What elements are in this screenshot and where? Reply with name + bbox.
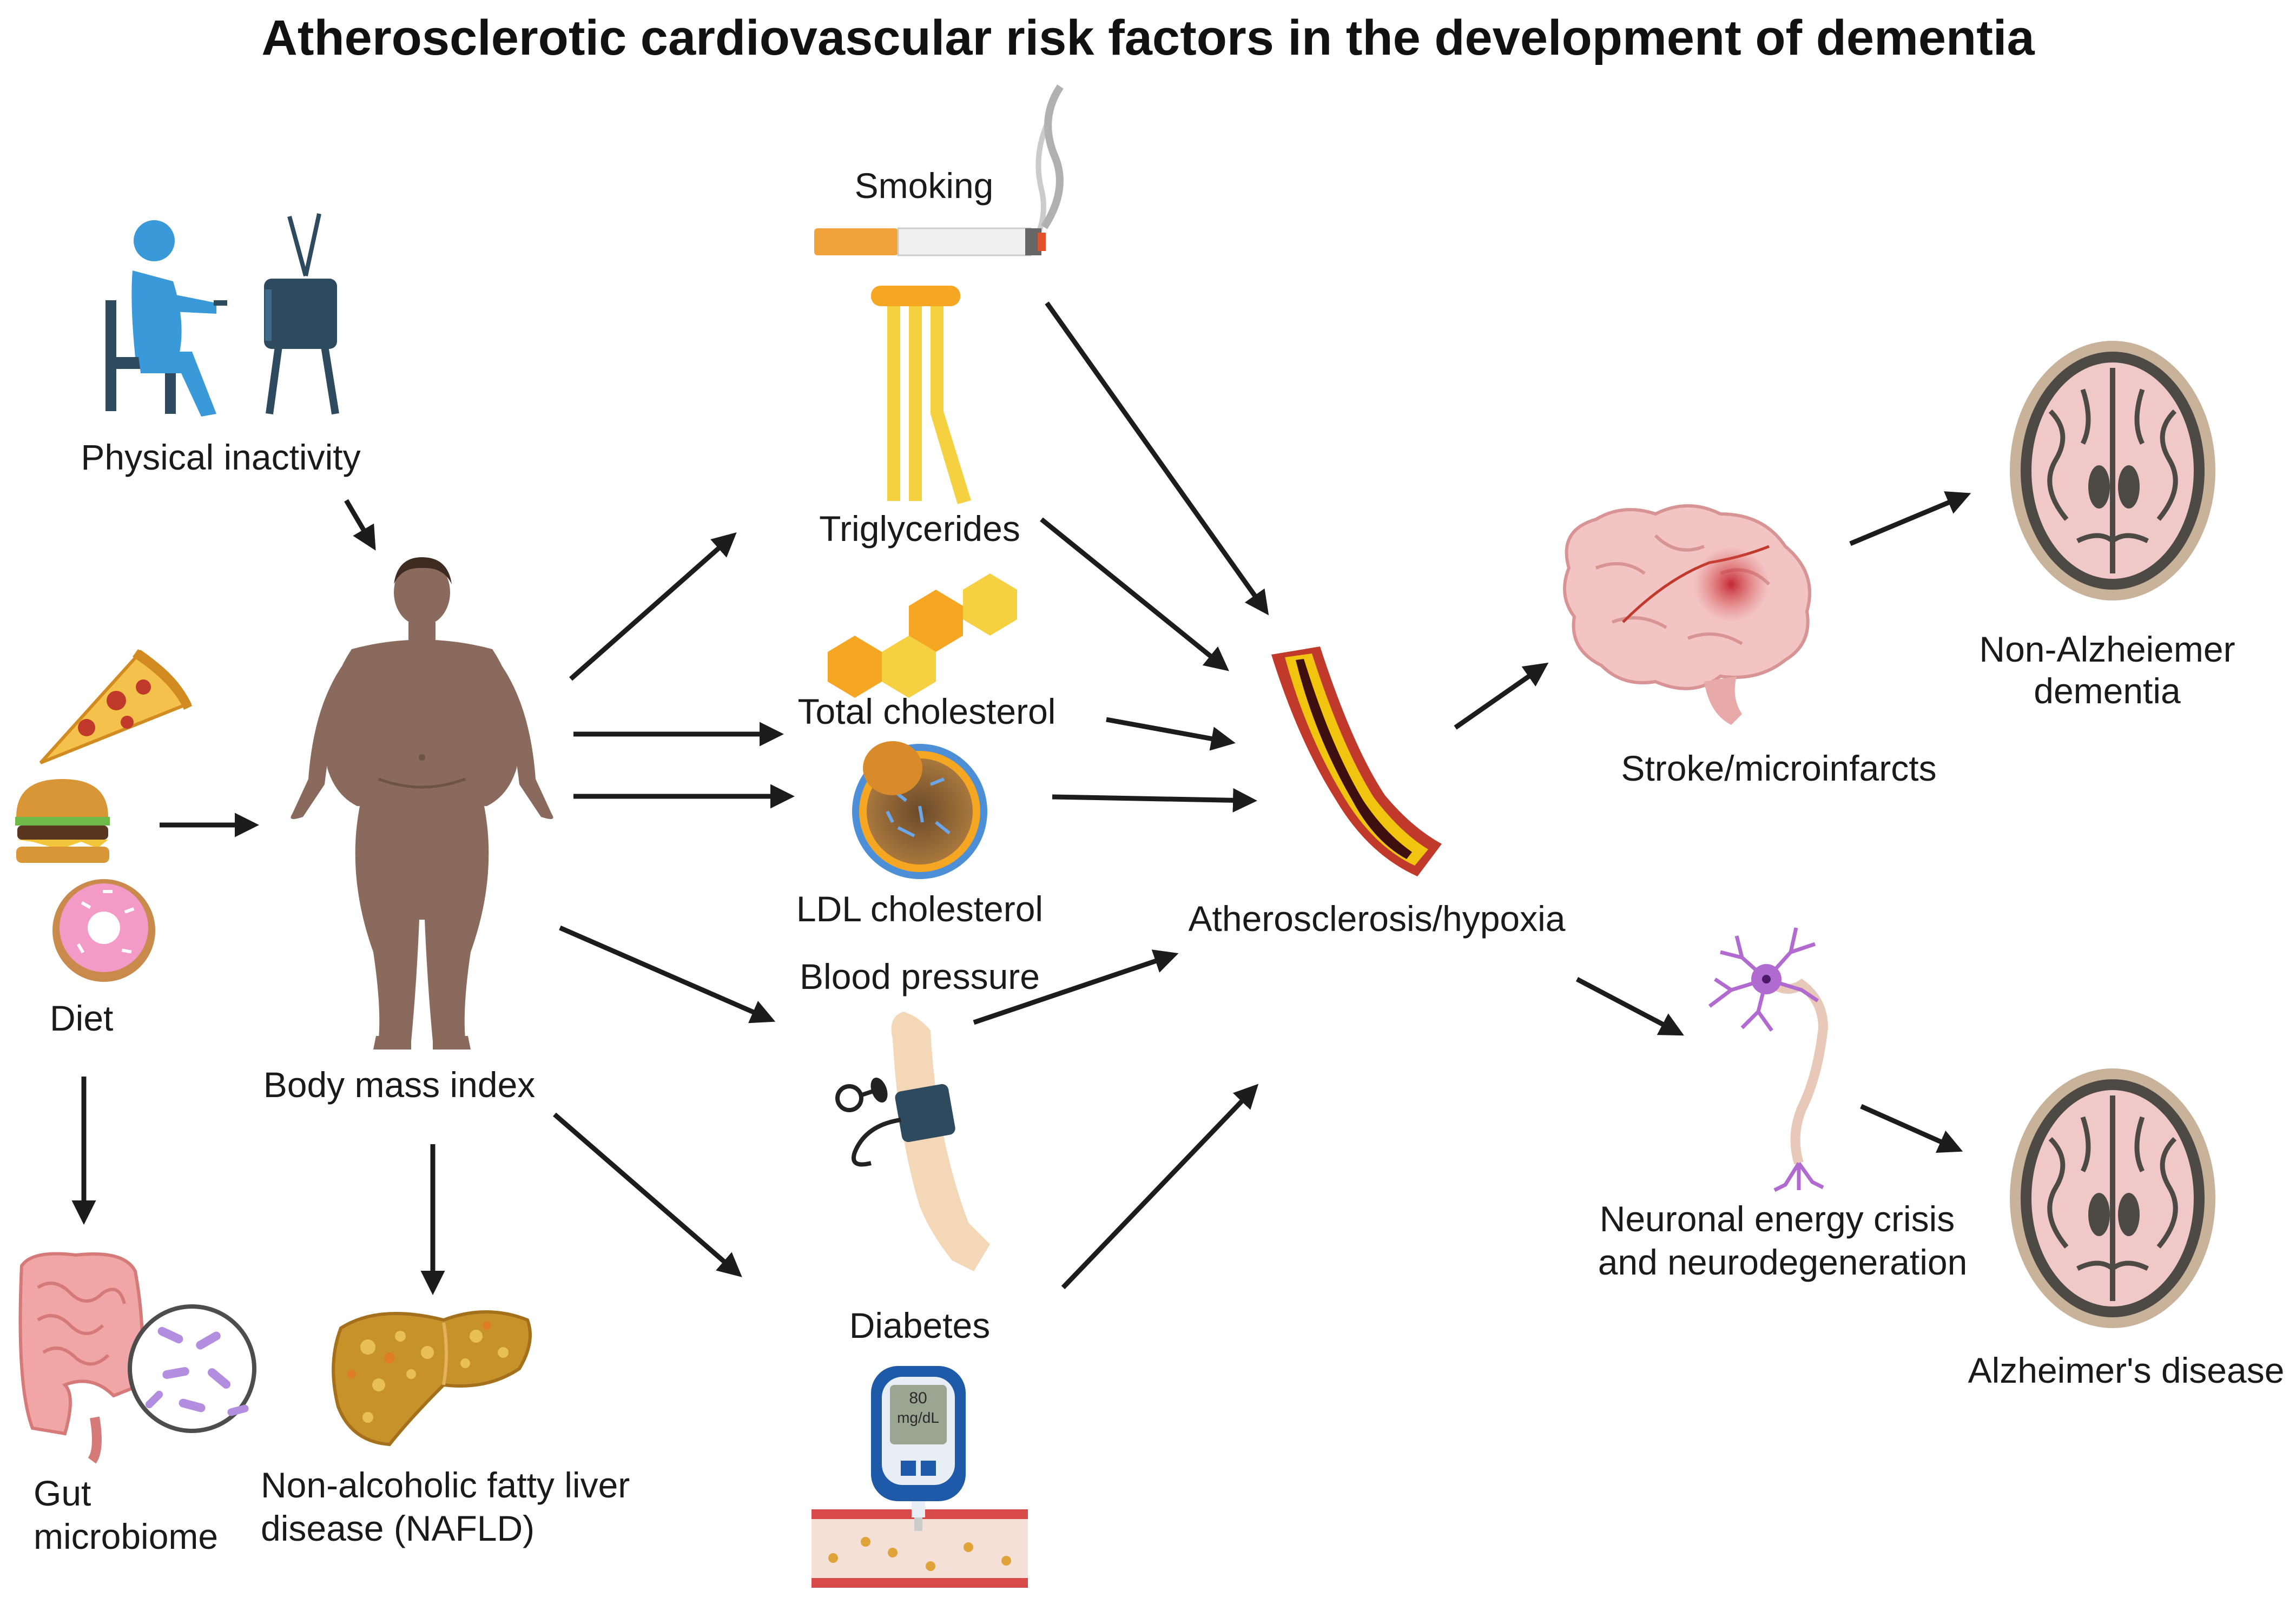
label-gut-line2: microbiome xyxy=(34,1516,219,1556)
brain-scan-icon-alzheimers xyxy=(2010,1068,2215,1328)
neuron-icon xyxy=(1708,927,1829,1192)
arrow-total-cholesterol-to-atherosclerosis xyxy=(1106,717,1236,751)
label-diabetes: Diabetes xyxy=(849,1305,991,1345)
cholesterol-molecule-icon xyxy=(828,573,1017,698)
brain-scan-icon-non-alz xyxy=(2010,341,2215,600)
arrow-neuron-to-alzheimers xyxy=(1860,1104,1963,1153)
arrow-triglycerides-to-atherosclerosis xyxy=(1040,517,1229,671)
arrow-stroke-to-non-alz xyxy=(1849,491,1971,546)
arrow-atherosclerosis-to-neuron xyxy=(1575,977,1684,1036)
label-gut-line1: Gut xyxy=(34,1473,91,1513)
arrow-diabetes-to-atherosclerosis xyxy=(1061,1084,1259,1290)
arrows xyxy=(71,301,1971,1295)
person-watching-tv-icon xyxy=(105,213,339,417)
cigarette-icon xyxy=(814,84,1064,256)
arrow-bmi-to-blood-pressure xyxy=(559,925,776,1024)
glucose-meter-icon xyxy=(811,1366,1028,1588)
label-diet: Diet xyxy=(50,998,114,1038)
arrow-blood-pressure-to-atherosclerosis xyxy=(973,949,1179,1025)
blood-pressure-cuff-icon xyxy=(835,1012,990,1271)
label-ldl-cholesterol: LDL cholesterol xyxy=(796,889,1044,929)
label-total-cholesterol: Total cholesterol xyxy=(797,691,1056,731)
stroke-brain-icon xyxy=(1563,504,1811,725)
intestine-bacteria-icon xyxy=(18,1252,256,1464)
arrow-ldl-to-atherosclerosis xyxy=(1052,788,1257,813)
label-non-alz-line2: dementia xyxy=(2034,671,2181,711)
label-neuronal-line1: Neuronal energy crisis xyxy=(1599,1199,1955,1239)
arrow-inactivity-to-bmi xyxy=(344,499,376,551)
arrow-bmi-to-diabetes xyxy=(553,1112,742,1277)
arrow-smoking-to-atherosclerosis xyxy=(1045,301,1269,616)
label-smoking: Smoking xyxy=(854,166,994,206)
obese-person-icon xyxy=(291,557,553,1049)
label-physical-inactivity: Physical inactivity xyxy=(81,437,361,477)
label-stroke: Stroke/microinfarcts xyxy=(1621,748,1937,788)
label-nafld-line1: Non-alcoholic fatty liver xyxy=(261,1465,630,1505)
label-non-alz-line1: Non-Alzheiemer xyxy=(1979,629,2235,669)
label-atherosclerosis: Atherosclerosis/hypoxia xyxy=(1188,899,1566,939)
triglyceride-molecule-icon xyxy=(871,286,971,504)
ldl-particle-icon xyxy=(852,741,987,879)
diagram-title: Atherosclerotic cardiovascular risk fact… xyxy=(261,10,2035,65)
junk-food-icon xyxy=(15,649,192,982)
label-alzheimers: Alzheimer's disease xyxy=(1968,1350,2285,1390)
fatty-liver-icon xyxy=(332,1310,532,1447)
label-blood-pressure: Blood pressure xyxy=(800,956,1040,996)
glucose-reading-value: 80 xyxy=(909,1389,927,1407)
arrow-atherosclerosis-to-stroke xyxy=(1454,662,1549,730)
arrow-bmi-to-triglycerides xyxy=(569,532,737,681)
label-triglycerides: Triglycerides xyxy=(819,509,1020,549)
label-nafld-line2: disease (NAFLD) xyxy=(261,1508,535,1548)
label-neuronal-line2: and neurodegeneration xyxy=(1598,1242,1968,1282)
glucose-reading-unit: mg/dL xyxy=(897,1409,939,1426)
plaque-artery-icon xyxy=(1271,646,1442,876)
label-body-mass-index: Body mass index xyxy=(263,1065,536,1105)
